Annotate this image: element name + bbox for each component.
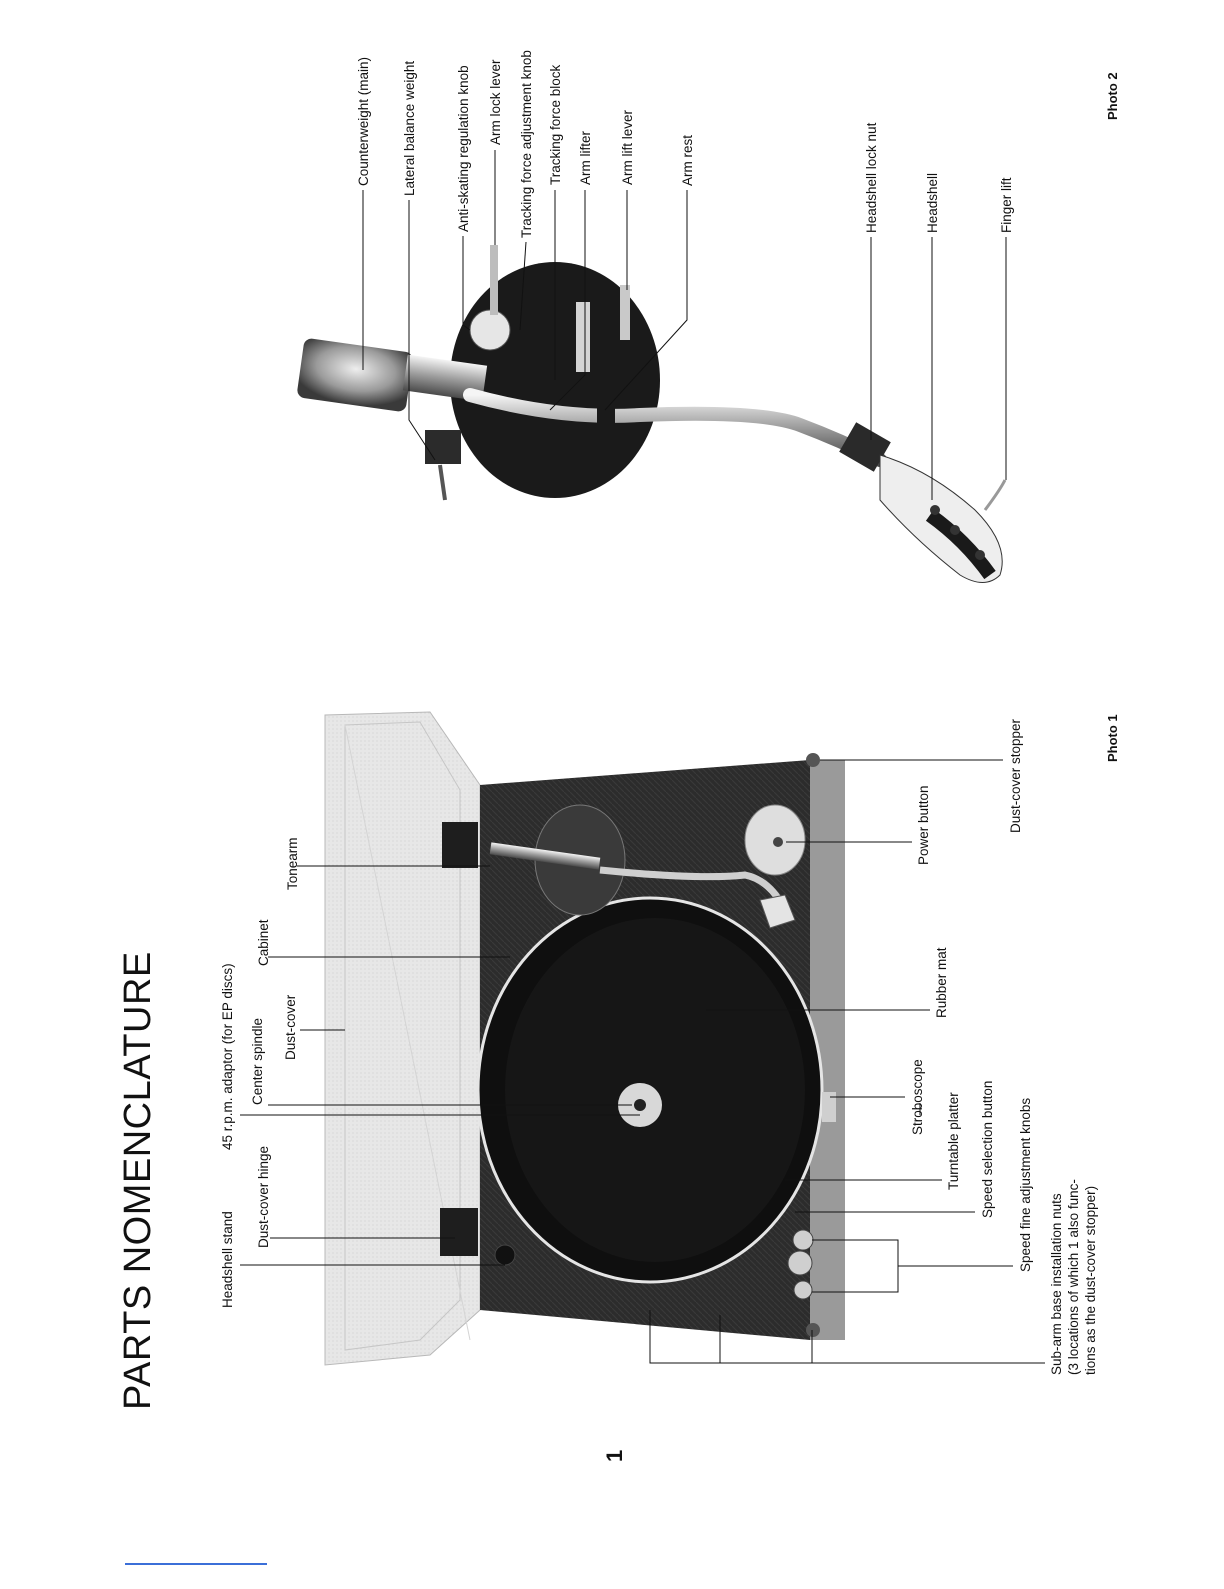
label-tonearm-text: Tonearm [285, 837, 300, 890]
photo-2-tonearm [297, 245, 1007, 583]
photo-1-turntable [324, 711, 845, 1366]
photo-1-caption-text: Photo 1 [1105, 714, 1120, 762]
label-arm-lift-lever-text: Arm lift lever [620, 109, 635, 185]
label-sub-arm-base-nuts: Sub-arm base installation nuts (3 locati… [1049, 1179, 1098, 1375]
speed-knobs-image [787, 1229, 814, 1300]
label-speed-selection-button-text: Speed selection button [980, 1081, 995, 1218]
label-tonearm: Tonearm [285, 837, 300, 890]
label-turntable-platter: Turntable platter [946, 1092, 961, 1190]
finger-lift-image [983, 479, 1007, 511]
label-headshell-stand: Headshell stand [220, 1211, 235, 1308]
label-center-spindle-text: Center spindle [250, 1018, 265, 1105]
label-dust-cover-stopper-text: Dust-cover stopper [1008, 718, 1023, 833]
label-power-button-text: Power button [916, 785, 931, 865]
label-cabinet: Cabinet [256, 919, 271, 966]
headshell-lock-nut-image [839, 422, 891, 472]
label-sub-arm-line-2: (3 locations of which 1 also func- [1066, 1179, 1081, 1375]
headshell-image [879, 454, 1003, 583]
label-sub-arm-line-1: Sub-arm base installation nuts [1049, 1193, 1064, 1375]
label-anti-skating-knob-text: Anti-skating regulation knob [456, 65, 471, 232]
power-button-image [744, 804, 806, 876]
label-speed-fine-adjustment-knobs-text: Speed fine adjustment knobs [1018, 1098, 1033, 1272]
label-counterweight-main: Counterweight (main) [356, 57, 371, 186]
label-counterweight-main-text: Counterweight (main) [356, 57, 371, 186]
photo-2-labels: Counterweight (main) Lateral balance wei… [356, 50, 1014, 238]
label-sub-arm-line-3: tions as the dust-cover stopper) [1083, 1186, 1098, 1375]
bottom-rule [125, 1563, 267, 1565]
label-arm-lift-lever: Arm lift lever [620, 109, 635, 185]
label-rubber-mat-text: Rubber mat [934, 947, 949, 1018]
label-power-button: Power button [916, 785, 931, 865]
photo-2-caption: Photo 2 [1105, 72, 1120, 120]
label-lateral-balance-weight: Lateral balance weight [402, 61, 417, 196]
label-tracking-force-knob-text: Tracking force adjustment knob [519, 50, 534, 238]
label-speed-fine-adjustment-knobs: Speed fine adjustment knobs [1018, 1098, 1033, 1272]
label-arm-rest-text: Arm rest [680, 135, 695, 186]
label-headshell-stand-text: Headshell stand [220, 1211, 235, 1308]
label-cabinet-text: Cabinet [256, 919, 271, 966]
label-dust-cover-text: Dust-cover [283, 994, 298, 1060]
label-arm-lifter-text: Arm lifter [578, 130, 593, 185]
page-title-text: PARTS NOMENCLATURE [117, 951, 159, 1410]
counterweight-image [297, 338, 488, 501]
label-turntable-platter-text: Turntable platter [946, 1092, 961, 1190]
label-speed-selection-button: Speed selection button [980, 1081, 995, 1218]
label-headshell-text: Headshell [925, 173, 940, 233]
dust-cover-hinge-image [440, 1208, 478, 1256]
label-lateral-balance-weight-text: Lateral balance weight [402, 61, 417, 196]
label-center-spindle: Center spindle [250, 1018, 265, 1105]
label-finger-lift: Finger lift [999, 177, 1014, 233]
label-tracking-force-block-text: Tracking force block [548, 64, 563, 185]
label-45-adaptor-text: 45 r.p.m. adaptor (for EP discs) [220, 963, 235, 1150]
photo-1-labels: Headshell stand Dust-cover hinge 45 r.p.… [220, 718, 1098, 1375]
label-arm-lock-lever: Arm lock lever [488, 59, 503, 145]
label-dust-cover-stopper: Dust-cover stopper [1008, 718, 1023, 833]
turntable-platter-image [476, 896, 836, 1284]
label-stroboscope-text: Stroboscope [910, 1059, 925, 1135]
label-arm-lock-lever-text: Arm lock lever [488, 59, 503, 145]
label-arm-rest: Arm rest [680, 135, 695, 186]
photo-2-caption-text: Photo 2 [1105, 72, 1120, 120]
tonearm-image [489, 804, 796, 929]
label-anti-skating-knob: Anti-skating regulation knob [456, 65, 471, 232]
label-dust-cover: Dust-cover [283, 994, 298, 1060]
label-headshell: Headshell [925, 173, 940, 233]
page-number-text: 1 [602, 1450, 627, 1462]
label-finger-lift-text: Finger lift [999, 177, 1014, 233]
photo-1-leader-lines [240, 759, 1045, 1364]
photo-1-caption: Photo 1 [1105, 714, 1120, 762]
page-number: 1 [602, 1450, 627, 1462]
arm-tube-image [463, 388, 887, 467]
label-headshell-lock-nut-text: Headshell lock nut [864, 122, 879, 233]
label-stroboscope: Stroboscope [910, 1059, 925, 1135]
page-title: PARTS NOMENCLATURE [117, 951, 159, 1410]
label-dust-cover-hinge: Dust-cover hinge [256, 1146, 271, 1248]
dust-cover-image [324, 711, 481, 1366]
label-dust-cover-hinge-text: Dust-cover hinge [256, 1146, 271, 1248]
label-rubber-mat: Rubber mat [934, 947, 949, 1018]
label-headshell-lock-nut: Headshell lock nut [864, 122, 879, 233]
dust-cover-hinge-image-2 [442, 822, 478, 868]
label-tracking-force-knob: Tracking force adjustment knob [519, 50, 534, 238]
label-arm-lifter: Arm lifter [578, 130, 593, 185]
photo-2-leader-lines [362, 150, 1007, 500]
label-tracking-force-block: Tracking force block [548, 64, 563, 185]
label-45-adaptor: 45 r.p.m. adaptor (for EP discs) [220, 963, 235, 1150]
